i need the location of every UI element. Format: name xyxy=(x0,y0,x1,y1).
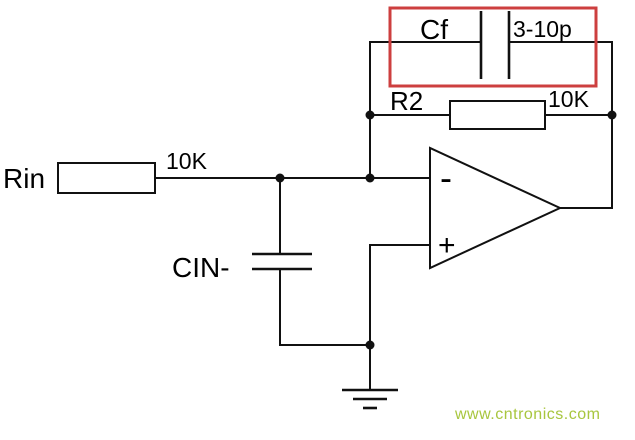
r2-resistor-symbol xyxy=(449,100,546,130)
cf-value-label: 3-10p xyxy=(513,16,572,42)
junction-dot-ground-node xyxy=(365,340,375,350)
cf-label: Cf xyxy=(420,14,448,45)
highlight-box xyxy=(388,6,598,88)
opamp-minus-sign: - xyxy=(440,157,452,198)
r2-value-label: 10K xyxy=(548,86,590,112)
input-capacitor-group: CIN- xyxy=(172,177,371,346)
opamp-group: - + xyxy=(429,146,563,270)
r2-label: R2 xyxy=(390,86,423,116)
junction-dot-feedback-right xyxy=(607,110,617,120)
rin-value-label: 10K xyxy=(166,148,208,174)
junction-dot-inverting-node xyxy=(365,173,375,183)
ground-branch-group xyxy=(342,244,431,410)
watermark-text: www.cntronics.com xyxy=(454,406,600,423)
feedback-capacitor-group: Cf 3-10p xyxy=(369,6,613,88)
rin-resistor-symbol xyxy=(57,162,156,194)
opamp-triangle-symbol xyxy=(429,146,563,270)
junction-dots xyxy=(275,110,617,350)
opamp-plus-sign: + xyxy=(438,229,456,262)
feedback-resistor-group: R2 10K xyxy=(369,86,613,130)
junction-dot-feedback-left xyxy=(365,110,375,120)
input-resistor-group: Rin 10K xyxy=(3,148,431,194)
junction-dot-input-cin xyxy=(275,173,285,183)
ground-symbol xyxy=(342,388,398,410)
cin-label: CIN- xyxy=(172,252,230,283)
rin-label: Rin xyxy=(3,163,45,194)
